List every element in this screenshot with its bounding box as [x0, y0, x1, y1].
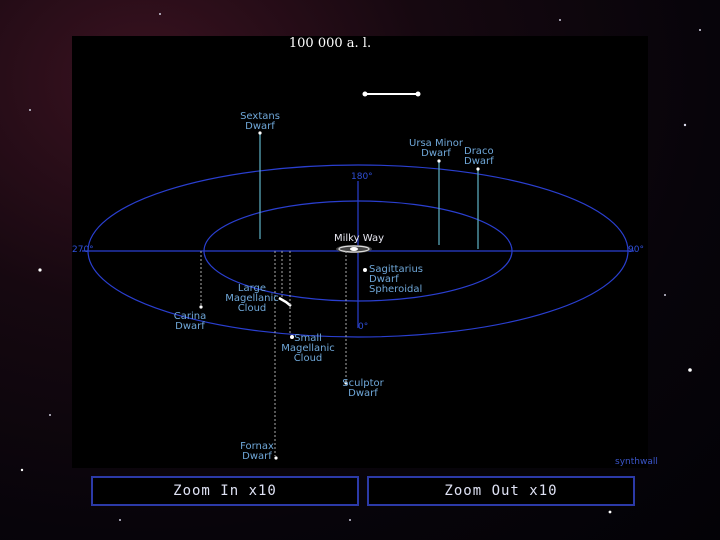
- ursa-minor-marker: [437, 159, 441, 163]
- carina-marker: [199, 305, 203, 309]
- scale-label: 100 000 a. l.: [288, 36, 372, 51]
- smc-marker: [290, 335, 294, 339]
- ring-label-right: 90°: [628, 245, 644, 255]
- milky-way-core: [350, 247, 358, 251]
- galactic-map: [82, 91, 634, 460]
- scale-bar-end-right: [415, 91, 421, 97]
- milky-way-label: Milky Way: [334, 233, 385, 244]
- ring-label-left: 270°: [72, 245, 94, 255]
- ring-label-top: 180°: [351, 172, 373, 182]
- ring-label-bottom: 0°: [358, 322, 369, 332]
- zoom-in-button[interactable]: Zoom In x10: [91, 476, 359, 506]
- sculptor-marker: [344, 381, 348, 385]
- fornax-marker: [274, 456, 278, 460]
- milky-way-disk: [338, 245, 370, 253]
- sextans-marker: [258, 131, 262, 135]
- sagittarius-marker: [363, 268, 367, 272]
- draco-marker: [476, 167, 480, 171]
- scale-bar-end-left: [362, 91, 368, 97]
- zoom-out-button[interactable]: Zoom Out x10: [367, 476, 635, 506]
- lmc-marker: [278, 296, 292, 307]
- credit-text: synthwall: [615, 457, 658, 467]
